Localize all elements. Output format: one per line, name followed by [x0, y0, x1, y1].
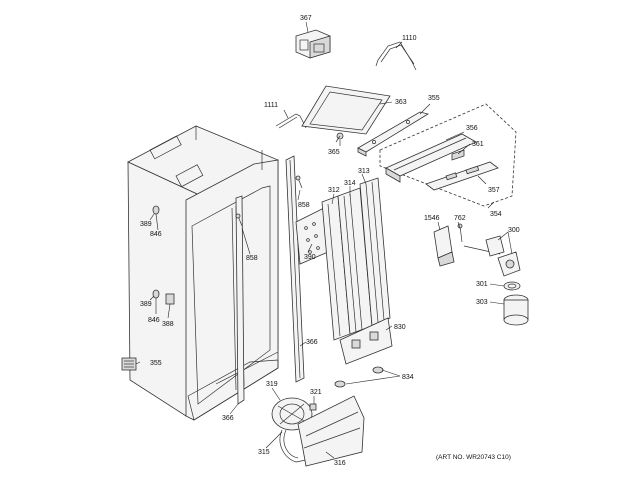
- callout-labels: 367 1110 1111 363 355 365 356 361 357 35…: [140, 15, 520, 467]
- part-366-trim-strip-inner: [235, 195, 245, 405]
- part-354-control-assembly-group: [379, 103, 517, 207]
- label-858-lower: 858: [246, 255, 258, 262]
- label-354: 354: [490, 211, 502, 218]
- label-313: 313: [358, 168, 370, 175]
- leader-lines: [135, 21, 513, 459]
- label-357: 357: [488, 187, 500, 194]
- label-389-lower: 389: [140, 301, 152, 308]
- part-858-screw-upper: [295, 175, 303, 189]
- label-366-upper: 366: [306, 339, 318, 346]
- label-316: 316: [334, 460, 346, 467]
- refrigerator-case: [127, 125, 279, 421]
- label-390: 390: [304, 254, 316, 261]
- label-300: 300: [508, 227, 520, 234]
- part-315-wire-harness: [279, 429, 307, 463]
- part-834-foot-left: [334, 380, 346, 388]
- label-858-upper: 858: [298, 202, 310, 209]
- label-312: 312: [328, 187, 340, 194]
- part-830-bracket: [339, 317, 393, 365]
- part-303-motor-can: [503, 294, 529, 326]
- part-1546-bracket: [433, 225, 455, 267]
- label-315: 315: [258, 449, 270, 456]
- label-388: 388: [162, 321, 174, 328]
- label-355-top: 355: [428, 95, 440, 102]
- label-356: 356: [466, 125, 478, 132]
- art-number: (ART NO. WR20743 C10): [436, 454, 511, 461]
- part-1110-wire-bracket: [375, 41, 417, 71]
- label-846-lower: 846: [148, 317, 160, 324]
- part-363-cover-frame: [301, 85, 391, 135]
- part-365-screw: [335, 132, 344, 143]
- label-361: 361: [472, 141, 484, 148]
- label-1546: 1546: [424, 215, 440, 222]
- part-367-connector-block: [295, 29, 331, 59]
- label-389-upper: 389: [140, 221, 152, 228]
- label-314: 314: [344, 180, 356, 187]
- label-303: 303: [476, 299, 488, 306]
- label-1110: 1110: [402, 35, 417, 42]
- part-300-valve-assembly: [463, 235, 521, 277]
- part-313-evaporator-panel: [359, 177, 391, 327]
- part-858-screw-lower: [235, 213, 243, 227]
- label-301: 301: [476, 281, 488, 288]
- label-367: 367: [300, 15, 312, 22]
- part-301-ring: [503, 281, 521, 291]
- part-355-long-bracket: [357, 111, 430, 157]
- label-321: 321: [310, 389, 322, 396]
- label-762: 762: [454, 215, 466, 222]
- label-365: 365: [328, 149, 340, 156]
- label-366-lower: 366: [222, 415, 234, 422]
- part-355-vent-grille: [121, 357, 137, 371]
- part-316-cover-panel: [297, 395, 365, 467]
- label-363: 363: [395, 99, 407, 106]
- label-1111: 1111: [264, 102, 278, 109]
- part-366-trim-strip-outer: [285, 155, 305, 383]
- part-834-foot-right: [372, 366, 384, 374]
- label-319: 319: [266, 381, 278, 388]
- part-321-clip: [309, 403, 317, 411]
- label-830: 830: [394, 324, 406, 331]
- label-355-bottom: 355: [150, 360, 162, 367]
- part-762-screw: [457, 223, 463, 243]
- part-1111-clip: [275, 113, 307, 129]
- label-846-upper: 846: [150, 231, 162, 238]
- label-834: 834: [402, 374, 414, 381]
